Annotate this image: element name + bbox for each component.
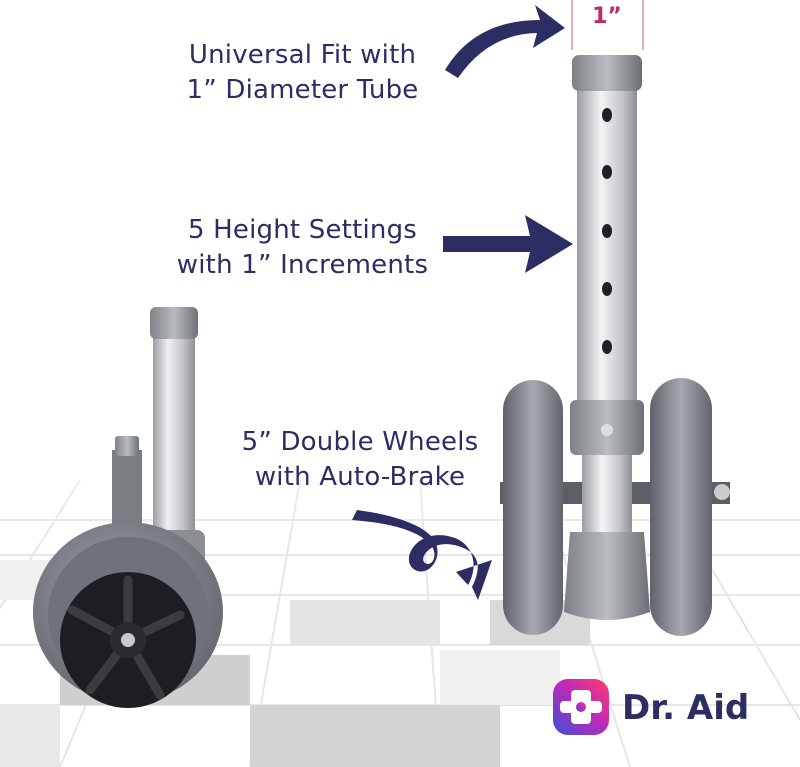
feature-line: 1” Diameter Tube [186,75,419,105]
dimension-marker [571,0,644,50]
arrow-to-height-holes-icon [443,215,573,273]
feature-label-double-wheels: 5” Double Wheels with Auto-Brake [210,425,510,495]
arrow-to-tube-top-icon [445,5,565,78]
feature-line: 5” Double Wheels [241,427,479,457]
feature-line: with 1” Increments [176,250,429,280]
feature-label-height-settings: 5 Height Settings with 1” Increments [150,213,455,283]
brand-name: Dr. Aid [622,688,750,728]
feature-line: with Auto-Brake [254,462,466,492]
brand-mark: Dr. Aid [552,678,767,740]
curved-arrow-to-wheel-icon [352,510,492,600]
feature-label-universal-fit: Universal Fit with 1” Diameter Tube [150,38,455,108]
diameter-dimension-label: 1” [592,4,622,29]
dr-aid-logo-icon [553,679,609,735]
feature-line: 5 Height Settings [187,215,418,245]
feature-line: Universal Fit with [188,40,417,70]
